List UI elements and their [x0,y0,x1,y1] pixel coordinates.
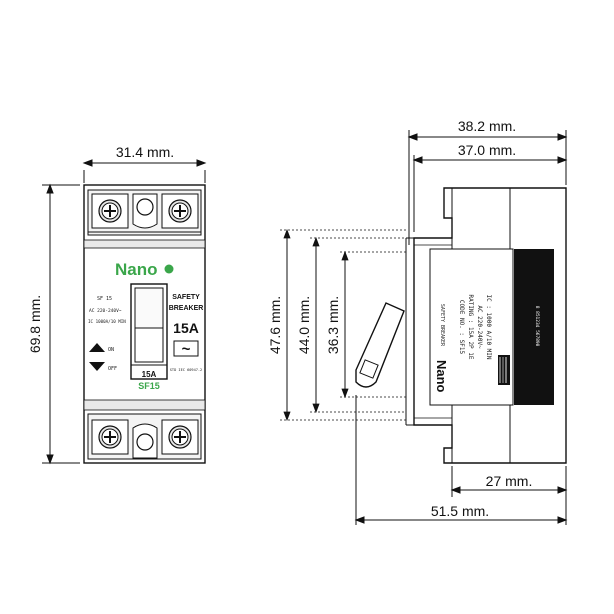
side-inner-width-dimension [412,155,568,232]
front-height-dimension [42,183,80,465]
side-label-line-1: CODE NO. : SF15 [458,300,465,355]
front-title-1: SAFETY [172,294,200,301]
ac-symbol: ~ [182,341,191,358]
side-label-header: SAFETY BREAKER [439,304,445,347]
front-spec-2: AC 220-240V~ [89,308,122,314]
side-depth-label: 27 mm. [486,473,533,489]
side-brand-logo: Nano [434,360,449,393]
screw-icon [98,425,122,449]
on-arrow-icon [89,343,105,352]
off-label: OFF [108,366,117,372]
side-outer-width-dimension [407,130,568,245]
side-handle-lever[interactable] [355,302,405,388]
on-label: ON [108,347,114,353]
front-rating: 15A [173,320,199,336]
top-terminal-block [87,189,202,236]
side-depth-dimension [450,466,568,497]
side-inner-width-label: 37.0 mm. [458,142,516,158]
screw-icon [168,199,192,223]
side-barcode-text: 8 851234 567890 [534,306,540,347]
bottom-terminal-block [87,413,202,460]
front-model-label: SF15 [138,381,160,391]
side-h1-dimension [280,228,406,422]
front-height-label: 69.8 mm. [27,295,43,353]
front-label-panel: Nano SF 15 AC 220-240V~ IC 1000A/10 MIN … [88,260,203,391]
side-h2-dimension [310,236,406,414]
off-arrow-icon [89,362,105,371]
side-label-line-3: AC 220-240V~ [476,305,483,349]
mounting-hole-icon [136,198,154,216]
side-total-label: 51.5 mm. [431,503,489,519]
front-title-2: BREAKER [169,305,204,312]
ac-symbol-box [173,340,199,357]
side-outer-width-label: 38.2 mm. [458,118,516,134]
front-spec-3: IC 1000A/10 MIN [88,319,126,324]
side-label-line-4: IC : 1000 A/10 MIN [485,294,492,359]
front-brand-logo: Nano [115,260,158,279]
screw-icon [168,425,192,449]
side-total-dimension [354,395,568,525]
handle-rating: 15A [142,370,157,379]
screw-icon [98,199,122,223]
side-label-panel: SAFETY BREAKER CODE NO. : SF15 RATING : … [429,248,554,406]
mounting-hole-icon [136,433,154,451]
side-label-line-2: RATING : 15A 2P 1E [467,294,474,359]
barcode-icon [498,355,510,385]
front-fine-print: STD IEC 60947-2 [170,368,202,372]
front-spec-1: SF 15 [97,296,112,302]
front-width-dimension [82,159,207,183]
side-h3-label: 36.3 mm. [325,296,341,354]
side-view: 38.2 mm. 37.0 mm. 47.6 mm. 44.0 mm. [267,118,568,525]
side-h3-dimension [340,250,406,399]
front-view: 31.4 mm. 69.8 mm. [27,144,207,465]
front-width-label: 31.4 mm. [116,144,174,160]
toggle-handle[interactable]: 15A [130,283,168,380]
side-h1-label: 47.6 mm. [267,296,283,354]
side-h2-label: 44.0 mm. [296,296,312,354]
